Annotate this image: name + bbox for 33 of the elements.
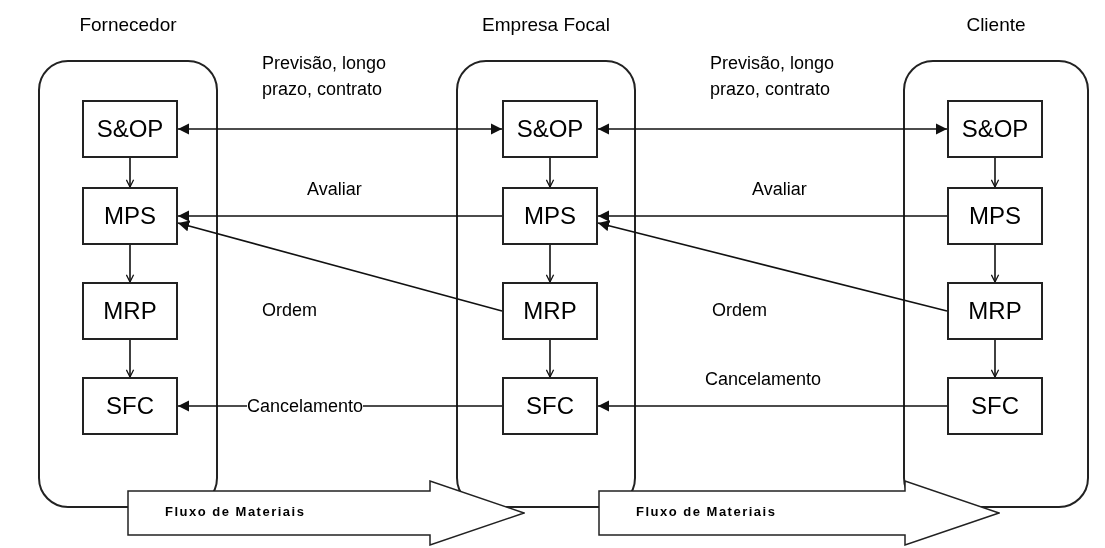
group-title: Empresa Focal <box>481 14 611 36</box>
process-box: MPS <box>947 187 1043 245</box>
arrow <box>597 220 948 312</box>
process-box: S&OP <box>502 100 598 158</box>
process-box: MRP <box>947 282 1043 340</box>
process-box: SFC <box>947 377 1043 435</box>
flow-label: Fluxo de Materiais <box>636 504 777 519</box>
arrow <box>125 244 135 283</box>
group-title: Cliente <box>965 14 1027 36</box>
arrow <box>597 400 948 412</box>
process-box: SFC <box>502 377 598 435</box>
arrow <box>177 220 503 312</box>
arrow <box>990 339 1000 378</box>
process-box: MPS <box>82 187 178 245</box>
arrow <box>545 244 555 283</box>
arrow <box>125 339 135 378</box>
arrow <box>597 210 948 222</box>
process-box: SFC <box>82 377 178 435</box>
arrow <box>177 210 503 222</box>
process-box: MRP <box>82 282 178 340</box>
flow-label: Fluxo de Materiais <box>165 504 306 519</box>
process-box: MPS <box>502 187 598 245</box>
arrow <box>177 123 503 135</box>
group-title: Fornecedor <box>78 14 178 36</box>
arrow <box>597 123 948 135</box>
arrow <box>990 244 1000 283</box>
arrow <box>545 339 555 378</box>
arrow <box>125 157 135 188</box>
process-box: S&OP <box>82 100 178 158</box>
arrow <box>990 157 1000 188</box>
arrow <box>545 157 555 188</box>
process-box: MRP <box>502 282 598 340</box>
process-box: S&OP <box>947 100 1043 158</box>
